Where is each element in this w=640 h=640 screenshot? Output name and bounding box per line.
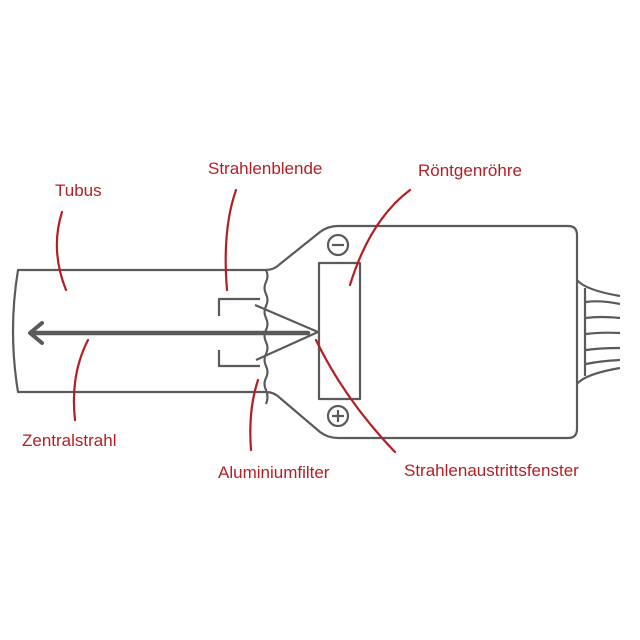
leader-zentralstrahl bbox=[72, 338, 90, 422]
leader-strahlenaustrittsfenster bbox=[314, 338, 397, 454]
aperture-bottom bbox=[217, 350, 260, 368]
tubus-shape bbox=[11, 268, 266, 394]
label-strahlenblende: Strahlenblende bbox=[208, 159, 322, 178]
label-zentralstrahl: Zentralstrahl bbox=[22, 431, 116, 450]
central-ray-arrow bbox=[28, 321, 311, 345]
cable-connector bbox=[576, 279, 621, 385]
label-strahlenaustrittsfenster: Strahlenaustrittsfenster bbox=[404, 461, 579, 480]
label-roentgenroehre: Röntgenröhre bbox=[418, 161, 522, 180]
anode-plus-icon bbox=[326, 404, 350, 428]
beam-cone bbox=[254, 303, 320, 362]
aperture-top bbox=[217, 297, 260, 316]
aluminium-filter-shape bbox=[263, 269, 269, 405]
leader-aluminiumfilter bbox=[249, 378, 260, 452]
label-aluminiumfilter: Aluminiumfilter bbox=[218, 463, 330, 482]
exit-window bbox=[317, 261, 362, 401]
label-tubus: Tubus bbox=[55, 181, 102, 200]
tube-housing bbox=[265, 224, 579, 440]
cathode-minus-icon bbox=[326, 233, 350, 257]
leader-strahlenblende bbox=[224, 188, 238, 292]
leader-tubus bbox=[55, 210, 68, 292]
leader-roentgenroehre bbox=[348, 188, 412, 287]
